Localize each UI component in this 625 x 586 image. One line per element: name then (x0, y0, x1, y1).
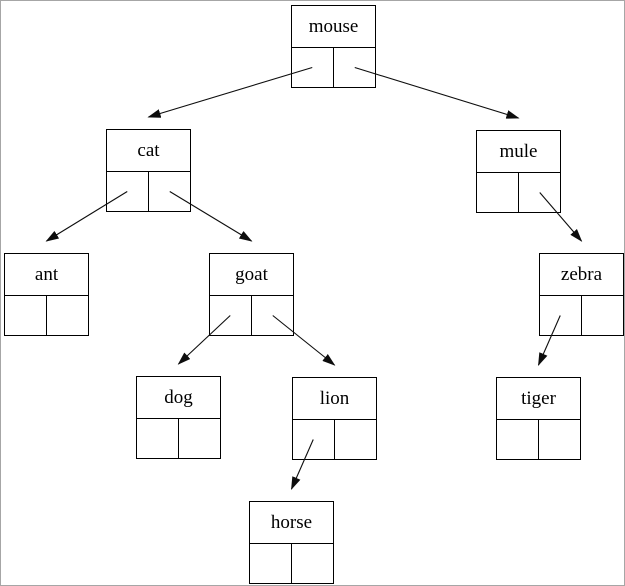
node-label-horse: horse (270, 512, 313, 533)
tree-node-lion: lion (292, 377, 377, 460)
right-child-pointer-cell (252, 296, 293, 335)
node-label-dog: dog (164, 387, 193, 408)
right-child-pointer-cell (149, 172, 190, 211)
node-label-mouse: mouse (308, 16, 359, 37)
node-label-cat: cat (137, 140, 160, 161)
left-child-pointer-cell (497, 420, 539, 459)
tree-node-ant: ant (4, 253, 89, 336)
left-child-pointer-cell (5, 296, 47, 335)
node-label-mule: mule (499, 141, 538, 162)
left-child-pointer-cell (107, 172, 149, 211)
node-pointer-cells (137, 418, 220, 458)
left-child-pointer-cell (293, 420, 335, 459)
left-child-pointer-cell (210, 296, 252, 335)
node-pointer-cells (477, 172, 560, 212)
node-pointer-cells (497, 419, 580, 459)
tree-node-dog: dog (136, 376, 221, 459)
edge-mouse-left-to-cat (147, 66, 313, 118)
right-child-pointer-cell (335, 420, 376, 459)
left-child-pointer-cell (137, 419, 179, 458)
tree-node-horse: horse (249, 501, 334, 584)
node-pointer-cells (250, 543, 333, 583)
right-child-pointer-cell (47, 296, 88, 335)
right-child-pointer-cell (519, 173, 560, 212)
left-child-pointer-cell (292, 48, 334, 87)
tree-node-zebra: zebra (539, 253, 624, 336)
node-pointer-cells (5, 295, 88, 335)
node-label-zebra: zebra (560, 264, 603, 285)
node-label-lion: lion (319, 388, 350, 409)
tree-node-mouse: mouse (291, 5, 376, 88)
right-child-pointer-cell (292, 544, 333, 583)
node-label-ant: ant (34, 264, 59, 285)
right-child-pointer-cell (539, 420, 580, 459)
right-child-pointer-cell (179, 419, 220, 458)
left-child-pointer-cell (477, 173, 519, 212)
node-pointer-cells (210, 295, 293, 335)
edge-mouse-right-to-mule (354, 66, 520, 119)
left-child-pointer-cell (250, 544, 292, 583)
node-pointer-cells (540, 295, 623, 335)
right-child-pointer-cell (334, 48, 375, 87)
node-pointer-cells (292, 47, 375, 87)
node-label-goat: goat (235, 264, 268, 285)
left-child-pointer-cell (540, 296, 582, 335)
tree-node-mule: mule (476, 130, 561, 213)
node-pointer-cells (107, 171, 190, 211)
node-pointer-cells (293, 419, 376, 459)
tree-node-goat: goat (209, 253, 294, 336)
right-child-pointer-cell (582, 296, 623, 335)
node-label-tiger: tiger (521, 388, 556, 409)
tree-node-cat: cat (106, 129, 191, 212)
tree-node-tiger: tiger (496, 377, 581, 460)
